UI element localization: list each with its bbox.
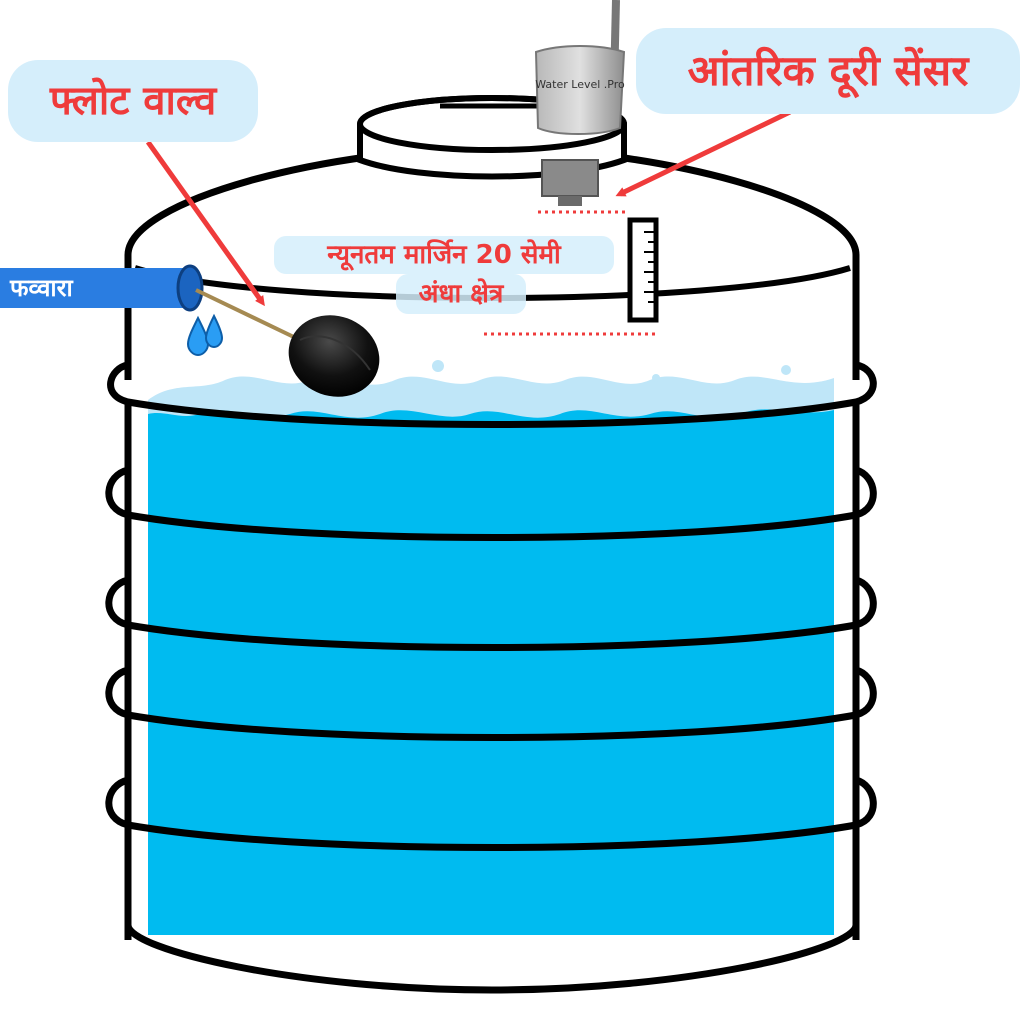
foam-bubble <box>781 365 791 375</box>
arrow-icon <box>615 109 792 197</box>
arrow-icon <box>145 140 265 307</box>
tank-lid-top <box>357 95 627 153</box>
water-drop-icon <box>186 315 210 357</box>
tank-ribs <box>105 361 877 851</box>
faucet-label: फव्वारा <box>0 268 130 308</box>
faucet-pipe-end <box>176 264 204 312</box>
float-ball-icon <box>288 315 380 397</box>
blind-zone-label: अंधा क्षेत्र <box>396 274 526 314</box>
water-body <box>148 400 834 935</box>
foam-bubble <box>432 360 444 372</box>
float-rod <box>195 288 301 342</box>
sensor-device-icon: Water Level .Pro <box>534 45 626 135</box>
sensor-brand-text: Water Level .Pro <box>535 78 625 91</box>
internal-sensor-callout: आंतरिक दूरी सेंसर <box>636 28 1020 114</box>
ruler-icon <box>627 217 659 323</box>
water-drop-icon <box>204 313 224 349</box>
tank-bottom <box>124 923 860 994</box>
internal-sensor-head <box>541 159 599 206</box>
min-margin-label: न्यूनतम मार्जिन 20 सेमी <box>274 236 614 274</box>
foam-bubble <box>652 374 660 382</box>
float-valve-callout: फ्लोट वाल्व <box>8 60 258 142</box>
